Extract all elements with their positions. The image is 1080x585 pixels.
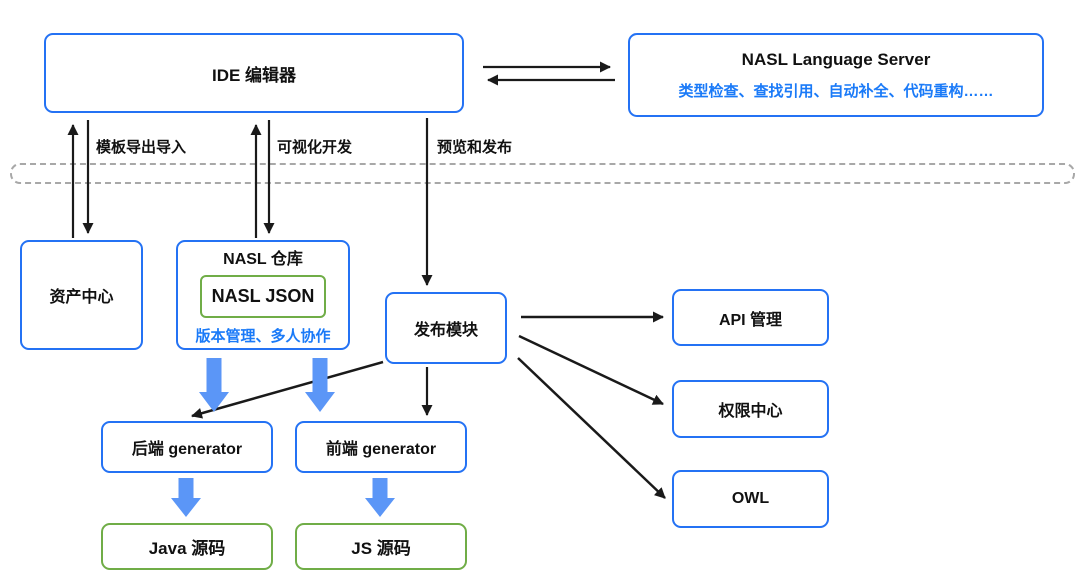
api-management-label: API 管理 [718,311,783,329]
node-asset-center: 资产中心 [20,240,143,350]
node-java-source: Java 源码 [101,523,273,570]
node-nasl-json: NASL JSON [200,275,326,318]
dashed-boundary-band [10,163,1075,184]
edge-label-visual-development: 可视化开发 [277,139,353,156]
owl-label: OWL [731,490,770,507]
arrow-publish-to-owl [517,357,666,499]
node-api-management: API 管理 [672,289,829,346]
permission-center-label: 权限中心 [718,403,783,420]
edge-label-preview-and-publish: 预览和发布 [437,139,513,156]
nasl-language-server-features: 类型检查、查找引用、自动补全、代码重构…… [678,82,994,100]
blue-arrow-repo-to-backend [199,358,229,412]
arrow-publish-to-permission [518,334,664,406]
nasl-json-label: NASL JSON [211,286,315,306]
node-ide-editor: IDE 编辑器 [44,33,464,113]
arrow-publish-to-backend [191,360,384,419]
edge-label-template-export-import: 模板导出导入 [96,139,187,156]
nasl-repo-features: 版本管理、多人协作 [195,328,331,345]
publish-module-label: 发布模块 [413,322,478,339]
asset-center-label: 资产中心 [49,289,114,306]
node-js-source: JS 源码 [295,523,467,570]
node-publish-module: 发布模块 [385,292,507,364]
node-owl: OWL [672,470,829,528]
node-backend-generator: 后端 generator [101,421,273,473]
node-permission-center: 权限中心 [672,380,829,438]
nasl-language-server-title: NASL Language Server [741,49,931,69]
backend-generator-label: 后端 generator [131,441,243,458]
node-nasl-repo: NASL 仓库 NASL JSON 版本管理、多人协作 [176,240,350,350]
blue-arrow-repo-to-frontend [305,358,335,412]
nasl-repo-title: NASL 仓库 [223,251,303,268]
frontend-generator-label: 前端 generator [325,441,437,458]
blue-arrow-backend-to-java [171,478,201,517]
java-source-label: Java 源码 [148,539,226,558]
js-source-label: JS 源码 [351,539,411,558]
ide-editor-label: IDE 编辑器 [211,65,297,85]
blue-arrow-frontend-to-js [365,478,395,517]
node-nasl-language-server: NASL Language Server 类型检查、查找引用、自动补全、代码重构… [628,33,1044,117]
node-frontend-generator: 前端 generator [295,421,467,473]
